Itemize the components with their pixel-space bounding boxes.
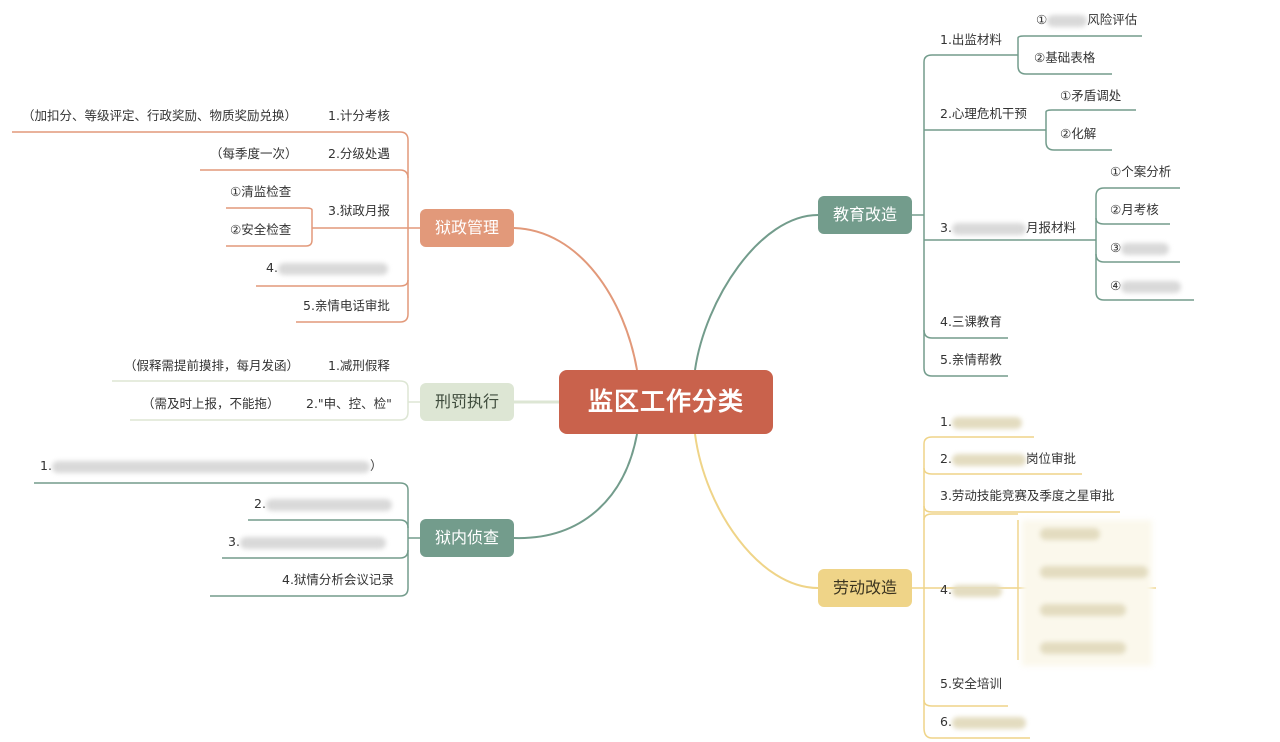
labor-item-1[interactable]: 1. bbox=[940, 414, 1022, 430]
redacted-text bbox=[951, 716, 1026, 729]
branch-penalty-execution[interactable]: 刑罚执行 bbox=[420, 383, 514, 421]
release-materials[interactable]: 1.出监材料 bbox=[940, 32, 1002, 47]
redacted-text bbox=[1040, 528, 1100, 540]
labor-item-1-label: 1. bbox=[940, 414, 952, 429]
investigation-item-1-tail: ） bbox=[369, 458, 383, 473]
case-analysis[interactable]: ①个案分析 bbox=[1110, 164, 1172, 179]
basic-forms[interactable]: ②基础表格 bbox=[1034, 50, 1096, 65]
branch-education[interactable]: 教育改造 bbox=[818, 196, 912, 234]
family-call-approval[interactable]: 5.亲情电话审批 bbox=[303, 298, 390, 313]
appeal-note: （需及时上报，不能拖） bbox=[142, 396, 280, 411]
redacted-text bbox=[1040, 604, 1126, 616]
redacted-text bbox=[1047, 14, 1088, 27]
branch-labor[interactable]: 劳动改造 bbox=[818, 569, 912, 607]
risk-assessment-prefix: ① bbox=[1036, 12, 1048, 27]
investigation-item-2-label: 2. bbox=[254, 496, 266, 511]
education-monthly-report[interactable]: 3. 月报材料 bbox=[940, 220, 1076, 236]
investigation-item-1[interactable]: 1. ） bbox=[40, 458, 382, 474]
investigation-item-3[interactable]: 3. bbox=[228, 534, 386, 550]
parole-note: （假释需提前摸排，每月发函） bbox=[124, 358, 300, 373]
center-topic[interactable]: 监区工作分类 bbox=[559, 370, 773, 434]
education-monthly-report-label: 3. bbox=[940, 220, 952, 235]
branch-investigation[interactable]: 狱内侦查 bbox=[420, 519, 514, 557]
redacted-text bbox=[1040, 566, 1148, 578]
investigation-item-2[interactable]: 2. bbox=[254, 496, 392, 512]
redacted-subitems bbox=[1022, 520, 1152, 666]
investigation-item-1-label: 1. bbox=[40, 458, 52, 473]
redacted-text bbox=[51, 460, 370, 473]
education-sub-4-label: ④ bbox=[1110, 278, 1122, 293]
scoring-note: （加扣分、等级评定、行政奖励、物质奖励兑换） bbox=[22, 108, 298, 123]
redacted-text bbox=[1121, 242, 1170, 255]
redacted-text bbox=[951, 584, 1002, 597]
labor-item-4-label: 4. bbox=[940, 582, 952, 597]
education-monthly-report-tail: 月报材料 bbox=[1025, 220, 1076, 235]
education-sub-3-label: ③ bbox=[1110, 240, 1122, 255]
scoring-assessment[interactable]: 1.计分考核 bbox=[328, 108, 390, 123]
redacted-text bbox=[951, 453, 1026, 466]
redacted-text bbox=[265, 498, 392, 511]
safety-training[interactable]: 5.安全培训 bbox=[940, 676, 1002, 691]
skills-competition-approval[interactable]: 3.劳动技能竞赛及季度之星审批 bbox=[940, 488, 1115, 503]
labor-item-4[interactable]: 4. bbox=[940, 582, 1002, 598]
education-sub-4[interactable]: ④ bbox=[1110, 278, 1182, 294]
redacted-text bbox=[951, 416, 1022, 429]
redacted-text bbox=[239, 536, 386, 549]
education-sub-3[interactable]: ③ bbox=[1110, 240, 1170, 256]
labor-item-6[interactable]: 6. bbox=[940, 714, 1026, 730]
appeal-complaint-report[interactable]: 2."申、控、检" bbox=[306, 396, 392, 411]
monthly-report[interactable]: 3.狱政月报 bbox=[328, 203, 390, 218]
graded-treatment[interactable]: 2.分级处遇 bbox=[328, 146, 390, 161]
commutation-parole[interactable]: 1.减刑假释 bbox=[328, 358, 390, 373]
redacted-text bbox=[951, 222, 1026, 235]
conflict-mediation[interactable]: ①矛盾调处 bbox=[1060, 88, 1122, 103]
psych-crisis-intervention[interactable]: 2.心理危机干预 bbox=[940, 106, 1027, 121]
post-approval-tail: 岗位审批 bbox=[1025, 451, 1076, 466]
redacted-text bbox=[277, 262, 388, 275]
branch-prison-admin[interactable]: 狱政管理 bbox=[420, 209, 514, 247]
monthly-assessment[interactable]: ②月考核 bbox=[1110, 202, 1159, 217]
prison-situation-minutes[interactable]: 4.狱情分析会议记录 bbox=[282, 572, 394, 587]
labor-item-6-label: 6. bbox=[940, 714, 952, 729]
safety-inspection[interactable]: ②安全检查 bbox=[230, 222, 292, 237]
risk-assessment-tail: 风险评估 bbox=[1087, 12, 1138, 27]
conflict-resolution[interactable]: ②化解 bbox=[1060, 126, 1097, 141]
admin-item-4[interactable]: 4. bbox=[266, 260, 388, 276]
family-assistance[interactable]: 5.亲情帮教 bbox=[940, 352, 1002, 367]
three-lessons-education[interactable]: 4.三课教育 bbox=[940, 314, 1002, 329]
cell-inspection[interactable]: ①清监检查 bbox=[230, 184, 292, 199]
post-approval-label: 2. bbox=[940, 451, 952, 466]
admin-item-4-label: 4. bbox=[266, 260, 278, 275]
redacted-text bbox=[1121, 280, 1182, 293]
redacted-text bbox=[1040, 642, 1126, 654]
risk-assessment[interactable]: ① 风险评估 bbox=[1036, 12, 1137, 28]
grading-note: （每季度一次） bbox=[210, 146, 298, 161]
post-approval[interactable]: 2. 岗位审批 bbox=[940, 451, 1076, 467]
investigation-item-3-label: 3. bbox=[228, 534, 240, 549]
